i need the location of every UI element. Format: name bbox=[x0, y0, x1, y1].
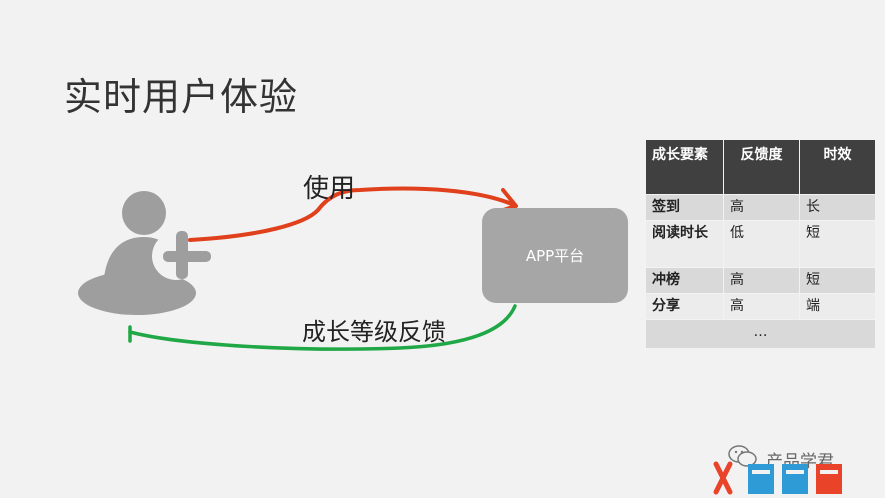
table-cell: 长 bbox=[799, 194, 876, 221]
table-cell: 阅读时长 bbox=[645, 220, 724, 268]
app-platform-label: APP平台 bbox=[525, 247, 585, 265]
feedback-label: 成长等级反馈 bbox=[302, 318, 446, 346]
table-header-cell: 成长要素 bbox=[645, 139, 724, 195]
table-cell: 分享 bbox=[645, 293, 724, 320]
table-header-cell: 反馈度 bbox=[723, 139, 800, 195]
table-row: 签到 高 长 bbox=[645, 194, 876, 221]
table-cell: 高 bbox=[723, 293, 800, 320]
user-add-icon bbox=[78, 191, 211, 315]
use-label: 使用 bbox=[303, 174, 356, 204]
table-cell: 冲榜 bbox=[645, 267, 724, 294]
table-cell: 低 bbox=[723, 220, 800, 268]
table-row: 阅读时长 低 短 bbox=[645, 220, 876, 268]
table-cell: 端 bbox=[799, 293, 876, 320]
slide-title: 实时用户体验 bbox=[64, 75, 299, 119]
table-ellipsis: … bbox=[645, 319, 876, 349]
table-cell: 签到 bbox=[645, 194, 724, 221]
brand-logo-icon bbox=[713, 461, 842, 495]
table-header-cell: 时效 bbox=[799, 139, 876, 195]
table-row: 分享 高 端 bbox=[645, 293, 876, 320]
wechat-icon bbox=[728, 445, 757, 467]
table-row: 冲榜 高 短 bbox=[645, 267, 876, 294]
table-cell: 高 bbox=[723, 194, 800, 221]
use-arrow bbox=[188, 186, 516, 242]
table-cell: 短 bbox=[799, 220, 876, 268]
table-cell: 高 bbox=[723, 267, 800, 294]
table-row-ellipsis: … bbox=[645, 319, 876, 349]
table-cell: 短 bbox=[799, 267, 876, 294]
app-platform-box: APP平台 bbox=[482, 208, 628, 303]
feedback-arrow bbox=[128, 304, 517, 351]
growth-factor-table: 成长要素 反馈度 时效 签到 高 长 阅读时长 低 短 冲榜 高 短 分享 高 … bbox=[645, 139, 876, 349]
table-header-row: 成长要素 反馈度 时效 bbox=[645, 139, 876, 195]
